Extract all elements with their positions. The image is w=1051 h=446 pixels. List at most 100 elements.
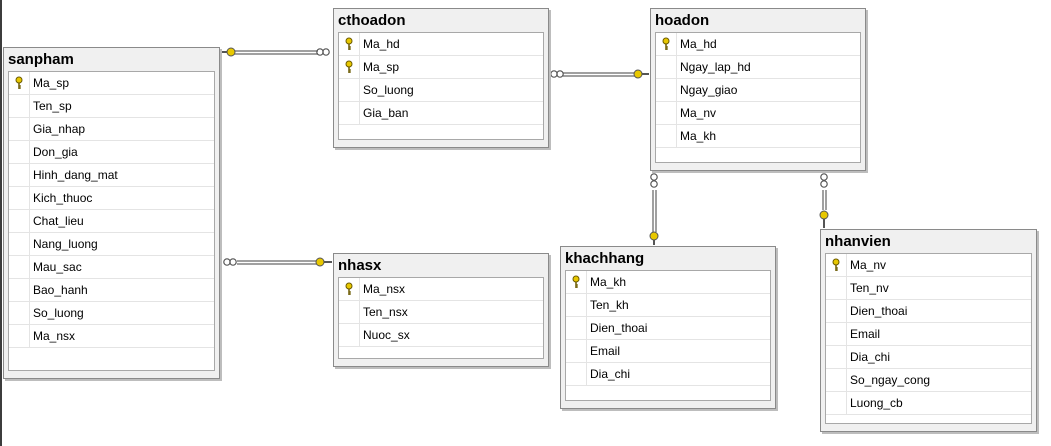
column-row[interactable]: Dia_chi <box>826 346 1031 369</box>
column-name: Ten_nv <box>850 281 889 295</box>
column-row[interactable]: Email <box>566 340 770 363</box>
column-row[interactable]: Ten_kh <box>566 294 770 317</box>
column-row[interactable]: Ma_sp <box>9 72 214 95</box>
table-nhanvien[interactable]: nhanvien Ma_nv Ten_nv Dien_thoai Email D… <box>820 229 1037 432</box>
table-sanpham[interactable]: sanpham Ma_sp Ten_sp Gia_nhap Don_gia Hi… <box>3 47 220 379</box>
column-name: Ngay_giao <box>680 83 738 97</box>
column-name: Ma_nv <box>850 258 887 272</box>
column-name: So_ngay_cong <box>850 373 931 387</box>
column-row[interactable]: Nang_luong <box>9 233 214 256</box>
column-row[interactable]: Ma_kh <box>656 125 860 148</box>
table-title[interactable]: nhasx <box>338 257 382 274</box>
table-cthoadon[interactable]: cthoadon Ma_hd Ma_sp So_luong Gia_ban <box>333 8 549 148</box>
table-title[interactable]: sanpham <box>8 51 74 68</box>
column-row[interactable]: Dien_thoai <box>566 317 770 340</box>
table-title[interactable]: hoadon <box>655 12 710 29</box>
column-list: Ma_hd Ngay_lap_hd Ngay_giao Ma_nv Ma_kh <box>655 32 861 163</box>
column-name: Mau_sac <box>33 260 82 274</box>
relationship-sanpham-cthoadon[interactable] <box>220 47 330 57</box>
column-list: Ma_nsx Ten_nsx Nuoc_sx <box>338 277 544 359</box>
column-name: Ten_nsx <box>363 305 408 319</box>
column-row[interactable]: Gia_nhap <box>9 118 214 141</box>
column-row[interactable]: Mau_sac <box>9 256 214 279</box>
relationship-nhasx-sanpham[interactable] <box>223 257 332 267</box>
column-row[interactable]: Gia_ban <box>339 102 543 125</box>
column-row[interactable]: So_ngay_cong <box>826 369 1031 392</box>
window-left-edge <box>0 0 2 446</box>
column-name: Don_gia <box>33 145 78 159</box>
column-name: Bao_hanh <box>33 283 88 297</box>
column-row[interactable]: Hinh_dang_mat <box>9 164 214 187</box>
row-gutter <box>9 302 30 324</box>
table-khachhang[interactable]: khachhang Ma_kh Ten_kh Dien_thoai Email … <box>560 246 776 409</box>
one-end-key-icon <box>633 69 649 79</box>
column-row[interactable]: Don_gia <box>9 141 214 164</box>
column-row[interactable]: Ten_nv <box>826 277 1031 300</box>
column-row[interactable]: Ngay_giao <box>656 79 860 102</box>
row-gutter <box>9 141 30 163</box>
relationship-nhanvien-hoadon[interactable] <box>819 173 829 228</box>
column-name: Luong_cb <box>850 396 903 410</box>
column-row[interactable]: Ngay_lap_hd <box>656 56 860 79</box>
many-end-infinity-icon <box>820 173 828 188</box>
column-row[interactable]: Email <box>826 323 1031 346</box>
many-end-infinity-icon <box>550 70 564 78</box>
column-row[interactable]: Ma_kh <box>566 271 770 294</box>
table-nhasx[interactable]: nhasx Ma_nsx Ten_nsx Nuoc_sx <box>333 253 549 367</box>
row-gutter <box>826 392 847 414</box>
table-title[interactable]: khachhang <box>565 250 645 267</box>
one-end-key-icon <box>220 47 236 57</box>
column-row[interactable]: Ma_hd <box>656 33 860 56</box>
column-row[interactable]: Ma_nv <box>826 254 1031 277</box>
column-row[interactable]: Nuoc_sx <box>339 324 543 347</box>
row-gutter <box>339 79 360 101</box>
row-gutter <box>9 118 30 140</box>
column-row[interactable]: Dien_thoai <box>826 300 1031 323</box>
column-row[interactable]: Ma_nv <box>656 102 860 125</box>
row-gutter <box>826 277 847 299</box>
column-row[interactable]: Kich_thuoc <box>9 187 214 210</box>
row-gutter <box>656 125 677 147</box>
table-title[interactable]: nhanvien <box>825 233 891 250</box>
column-row[interactable]: Ma_hd <box>339 33 543 56</box>
row-gutter <box>656 79 677 101</box>
row-gutter <box>339 278 360 300</box>
row-gutter <box>566 294 587 316</box>
relationship-hoadon-cthoadon[interactable] <box>550 69 649 79</box>
column-row[interactable]: Ma_sp <box>339 56 543 79</box>
column-row[interactable]: So_luong <box>339 79 543 102</box>
column-name: Ma_hd <box>680 37 717 51</box>
column-row[interactable]: Ma_nsx <box>339 278 543 301</box>
column-row[interactable]: Chat_lieu <box>9 210 214 233</box>
column-name: Kich_thuoc <box>33 191 93 205</box>
column-row[interactable]: Dia_chi <box>566 363 770 386</box>
column-row[interactable]: So_luong <box>9 302 214 325</box>
row-gutter <box>656 56 677 78</box>
column-name: Dien_thoai <box>590 321 648 335</box>
column-row[interactable]: Ma_nsx <box>9 325 214 348</box>
column-row[interactable]: Bao_hanh <box>9 279 214 302</box>
column-row[interactable]: Luong_cb <box>826 392 1031 415</box>
primary-key-icon <box>345 282 353 295</box>
column-row[interactable]: Ten_sp <box>9 95 214 118</box>
row-gutter <box>9 187 30 209</box>
column-name: Ten_sp <box>33 99 72 113</box>
column-name: Dia_chi <box>590 367 631 381</box>
table-title[interactable]: cthoadon <box>338 12 406 29</box>
row-gutter <box>9 164 30 186</box>
column-name: Ten_kh <box>590 298 629 312</box>
row-gutter <box>9 210 30 232</box>
primary-key-icon <box>572 275 580 288</box>
column-row[interactable]: Ten_nsx <box>339 301 543 324</box>
row-gutter <box>566 317 587 339</box>
relationship-khachhang-hoadon[interactable] <box>649 173 659 245</box>
row-gutter <box>566 363 587 385</box>
column-name: Ma_nsx <box>33 329 76 343</box>
row-gutter <box>826 254 847 276</box>
column-name: Ma_nsx <box>363 282 406 296</box>
column-name: Ma_kh <box>680 129 717 143</box>
table-hoadon[interactable]: hoadon Ma_hd Ngay_lap_hd Ngay_giao Ma_nv… <box>650 8 866 171</box>
row-gutter <box>9 95 30 117</box>
row-gutter <box>826 300 847 322</box>
one-end-key-icon <box>819 210 829 228</box>
